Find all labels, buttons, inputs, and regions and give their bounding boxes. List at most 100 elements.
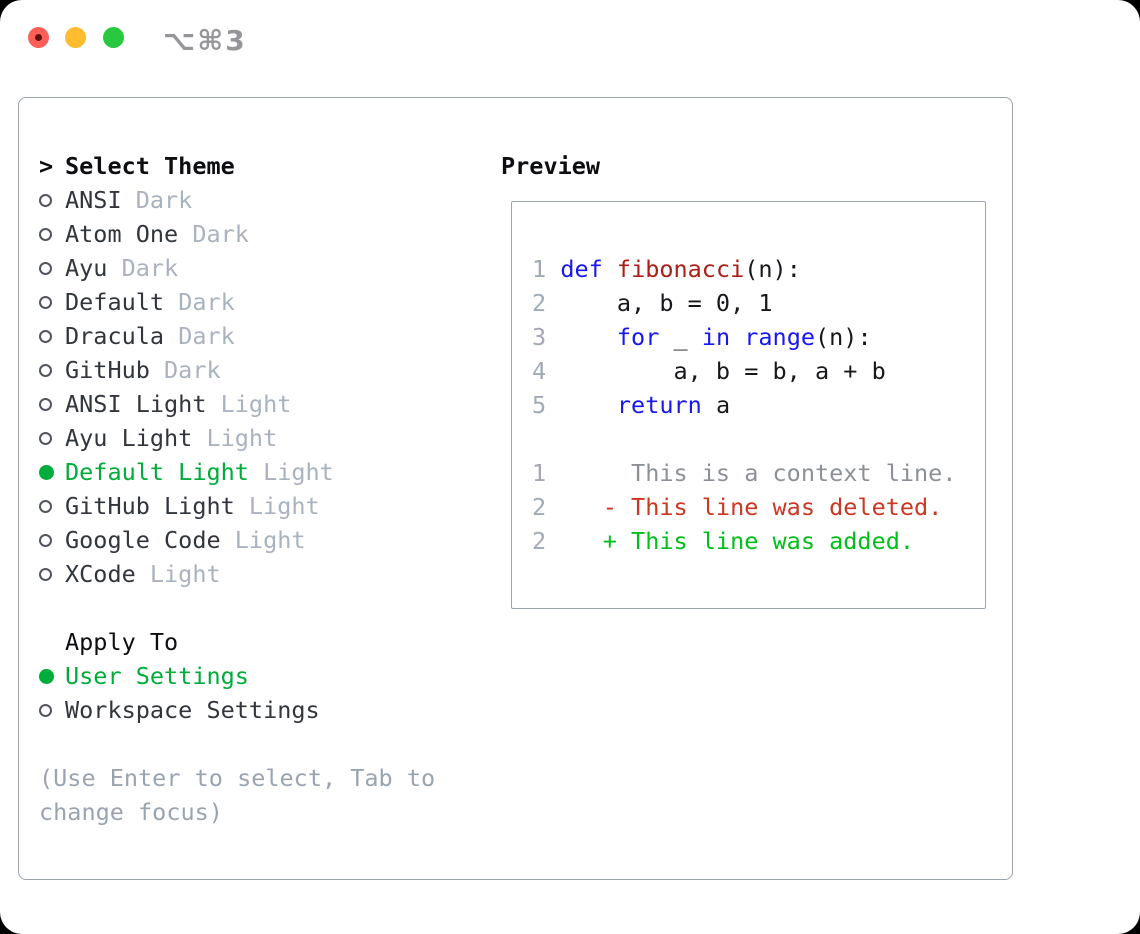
code-token-num: 3 bbox=[532, 323, 547, 351]
theme-item-xcode-light[interactable]: XCode Light bbox=[39, 557, 334, 591]
code-token-pl bbox=[546, 527, 603, 555]
code-token-num: 4 bbox=[532, 357, 547, 385]
close-button[interactable] bbox=[28, 27, 49, 48]
radio-icon bbox=[39, 227, 52, 241]
theme-variant-label: Dark bbox=[178, 322, 235, 350]
theme-item-atom-one-dark[interactable]: Atom One Dark bbox=[39, 217, 334, 251]
theme-variant-label: Dark bbox=[135, 186, 193, 214]
radio-gutter bbox=[39, 397, 65, 411]
radio-gutter bbox=[39, 329, 65, 343]
cursor-arrow-icon: > bbox=[39, 152, 54, 180]
radio-icon bbox=[39, 261, 52, 275]
theme-item-dracula-dark[interactable]: Dracula Dark bbox=[39, 319, 334, 353]
theme-list-header: > Select Theme bbox=[39, 149, 334, 183]
radio-gutter bbox=[39, 703, 65, 717]
theme-item-ansi-dark[interactable]: ANSI Dark bbox=[39, 183, 334, 217]
theme-variant-label: Light bbox=[149, 560, 221, 588]
code-token-kw: return bbox=[616, 391, 702, 419]
theme-list-title: Select Theme bbox=[65, 152, 235, 180]
window-shortcut-label: ⌥⌘3 bbox=[163, 24, 247, 57]
unsaved-changes-dot-icon bbox=[35, 34, 42, 41]
radio-gutter bbox=[39, 431, 65, 445]
radio-selected-icon bbox=[39, 464, 54, 480]
code-token-pl bbox=[603, 255, 617, 283]
theme-variant-label: Dark bbox=[178, 288, 235, 316]
preview-title: Preview bbox=[501, 152, 601, 180]
theme-name: ANSI Light bbox=[65, 390, 207, 418]
help-text-line: change focus) bbox=[39, 798, 223, 826]
theme-name: Default bbox=[65, 288, 165, 316]
radio-icon bbox=[39, 567, 52, 581]
radio-gutter bbox=[39, 567, 65, 581]
radio-icon bbox=[39, 499, 52, 513]
theme-variant-label: Dark bbox=[192, 220, 249, 248]
code-token-num: 2 bbox=[532, 493, 547, 521]
apply-to-item-workspace-settings[interactable]: Workspace Settings bbox=[39, 693, 320, 727]
theme-item-google-code-light[interactable]: Google Code Light bbox=[39, 523, 334, 557]
code-token-kw: in bbox=[701, 323, 731, 351]
code-token-fn: fibonacci bbox=[616, 255, 745, 283]
radio-selected-icon bbox=[39, 668, 54, 684]
theme-name: Google Code bbox=[65, 526, 221, 554]
theme-variant-label: Light bbox=[206, 424, 278, 452]
code-token-pl bbox=[730, 323, 744, 351]
theme-item-ayu-dark[interactable]: Ayu Dark bbox=[39, 251, 334, 285]
preview-code-line: 2 + This line was added. bbox=[532, 524, 985, 558]
code-token-add: + This line was added. bbox=[602, 527, 915, 555]
theme-name: GitHub bbox=[65, 356, 150, 384]
theme-name: Ayu bbox=[65, 254, 108, 282]
maximize-button[interactable] bbox=[103, 27, 124, 48]
code-token-num: 1 bbox=[532, 255, 547, 283]
theme-name: Dracula bbox=[65, 322, 165, 350]
theme-variant-label: Light bbox=[248, 492, 320, 520]
apply-to-header-row: Apply To bbox=[39, 625, 320, 659]
theme-item-ansi-light-light[interactable]: ANSI Light Light bbox=[39, 387, 334, 421]
apply-to-item-user-settings[interactable]: User Settings bbox=[39, 659, 320, 693]
theme-variant-label: Light bbox=[234, 526, 306, 554]
minimize-button[interactable] bbox=[65, 27, 86, 48]
preview-code-line: 5 return a bbox=[532, 388, 985, 422]
code-token-ctx: This is a context line. bbox=[546, 459, 957, 487]
theme-variant-label: Dark bbox=[121, 254, 179, 282]
theme-variant-label: Light bbox=[220, 390, 292, 418]
radio-gutter bbox=[39, 499, 65, 513]
radio-gutter bbox=[39, 193, 65, 207]
code-token-kw: def bbox=[560, 255, 603, 283]
radio-icon bbox=[39, 329, 52, 343]
code-token-pl: (n): bbox=[815, 323, 872, 351]
theme-name: ANSI bbox=[65, 186, 122, 214]
theme-item-default-dark[interactable]: Default Dark bbox=[39, 285, 334, 319]
code-token-pl: a, b = b, a + b bbox=[546, 357, 886, 385]
radio-gutter bbox=[39, 363, 65, 377]
help-text-line: (Use Enter to select, Tab to bbox=[39, 764, 436, 792]
code-token-num: 5 bbox=[532, 391, 547, 419]
radio-icon bbox=[39, 533, 52, 547]
preview-code-line: 3 for _ in range(n): bbox=[532, 320, 985, 354]
radio-icon bbox=[39, 363, 52, 377]
apply-to-title: Apply To bbox=[65, 628, 179, 656]
code-token-num: 2 bbox=[532, 289, 547, 317]
theme-name: XCode bbox=[65, 560, 136, 588]
radio-icon bbox=[39, 295, 52, 309]
theme-name: GitHub Light bbox=[65, 492, 235, 520]
theme-name: Atom One bbox=[65, 220, 179, 248]
radio-icon bbox=[39, 193, 52, 207]
code-token-kw: for bbox=[616, 323, 660, 351]
code-token-pl bbox=[546, 391, 617, 419]
code-token-pl bbox=[546, 493, 603, 521]
theme-item-github-light-light[interactable]: GitHub Light Light bbox=[39, 489, 334, 523]
window-titlebar: ⌥⌘3 bbox=[0, 0, 1140, 97]
code-token-num: 2 bbox=[532, 527, 547, 555]
preview-code-line: 4 a, b = b, a + b bbox=[532, 354, 985, 388]
radio-icon bbox=[39, 397, 52, 411]
